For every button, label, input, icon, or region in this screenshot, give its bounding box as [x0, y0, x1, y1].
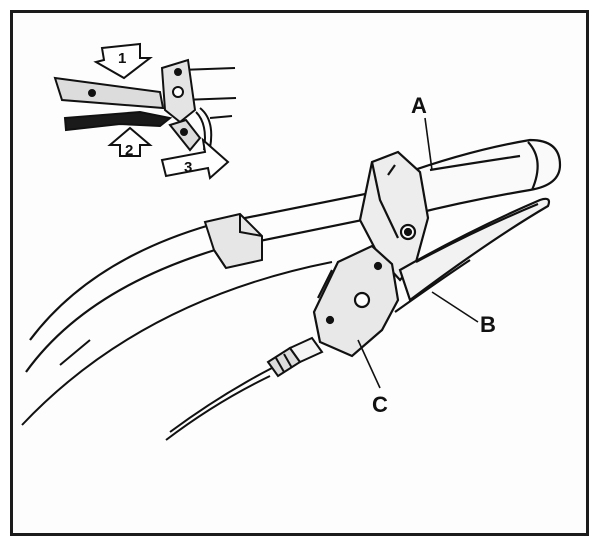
label-a: A [411, 93, 427, 118]
leader-c [357, 339, 381, 389]
cable-adjuster [266, 336, 324, 378]
label-c: C [372, 392, 388, 417]
step-3-label: 3 [184, 159, 192, 176]
arrow-step-2: 2 [107, 126, 153, 159]
grip-handle [398, 138, 562, 217]
cable-clip [203, 212, 263, 270]
brake-lever-arm [312, 244, 400, 358]
arrow-step-1: 1 [93, 42, 153, 80]
leader-a [424, 117, 433, 171]
lever-blade [394, 197, 551, 313]
arrow-step-3: 3 [160, 137, 230, 180]
inset-handle [63, 110, 173, 132]
label-b: B [480, 312, 496, 337]
body-curves [21, 261, 333, 426]
brake-cable [165, 367, 273, 441]
inset-release-sequence [53, 58, 237, 152]
leader-b [431, 291, 479, 323]
leader-lines [357, 117, 479, 389]
step-2-label: 2 [125, 142, 133, 159]
step-1-label: 1 [118, 50, 126, 67]
inset-lever-arm [53, 76, 165, 110]
